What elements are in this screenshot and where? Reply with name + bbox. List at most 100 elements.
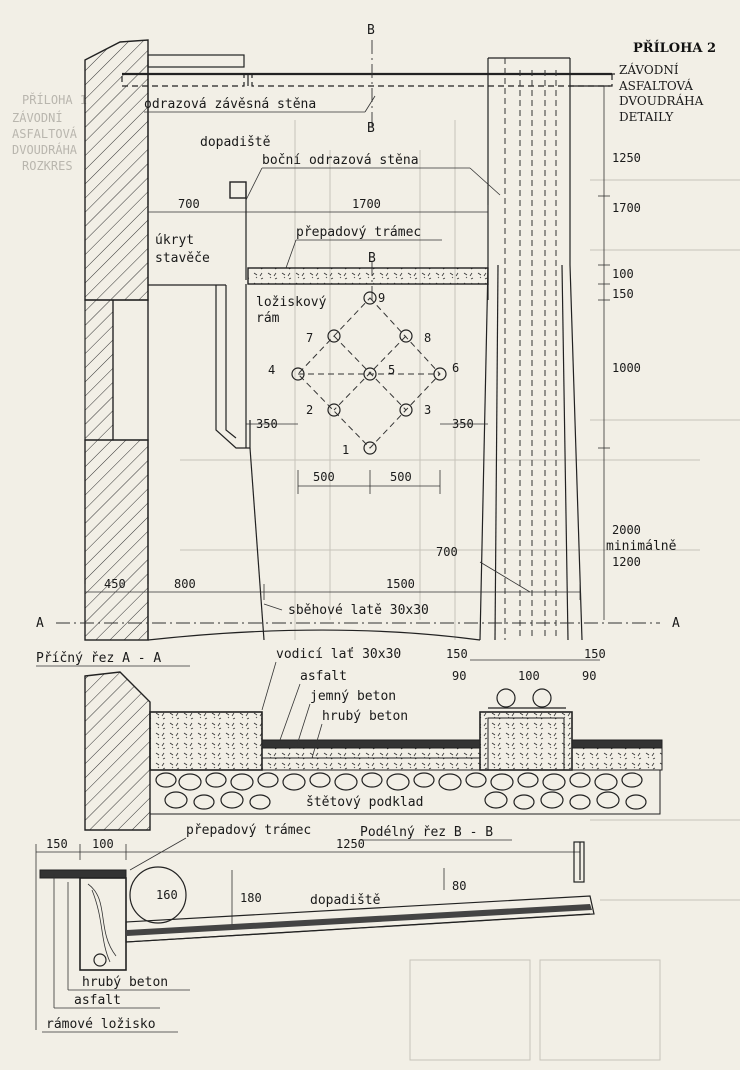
dim-100-a: 100 [518, 669, 540, 683]
label-minimalne: minimálně [606, 539, 677, 554]
pin-7 [327, 329, 341, 343]
dim-500-left: 500 [313, 470, 335, 484]
label-dopadiste-bottom: dopadiště [310, 893, 381, 908]
pin-label-9: 9 [378, 291, 385, 305]
dim-1500: 1500 [386, 577, 415, 591]
stone-bed [149, 769, 661, 815]
pin-4 [291, 367, 305, 381]
label-asfalt-mid: asfalt [300, 669, 347, 684]
ghost-line: ROZKRES [22, 159, 73, 173]
dim-160: 160 [156, 888, 178, 902]
longitudinal-section-b: Podélný řez B - B přepadový trámec 150 1… [35, 823, 595, 1033]
left-wall-plan [84, 39, 149, 641]
dim-row-top: 700 1700 [147, 197, 489, 220]
label-prepadovy-tramec-top: přepadový trámec [296, 225, 421, 240]
dim-frame: 350 350 500 500 [246, 417, 488, 494]
dim-100-right: 100 [612, 267, 634, 281]
dim-1700-mid: 1700 [352, 197, 381, 211]
section-mark-b-mid: B [368, 251, 376, 266]
pin-8 [399, 329, 413, 343]
ghost-line: ZÁVODNÍ [12, 110, 63, 125]
dim-500-right: 500 [390, 470, 412, 484]
cross-section-a: Příčný řez A - A [36, 647, 663, 831]
dim-2000: 2000 [612, 523, 641, 537]
round-beam [129, 866, 187, 924]
label-sbehove-late: sběhové latě 30x30 [288, 603, 429, 618]
ghost-line: ASFALTOVÁ [12, 126, 78, 141]
subtitle-line-1: ZÁVODNÍ [619, 62, 679, 77]
label-dopadiste-top: dopadiště [200, 135, 271, 150]
dim-right-column: 1250 1700 100 150 1000 2000 minimálně 12… [436, 86, 677, 620]
pin-2 [327, 403, 341, 417]
pin-5 [363, 367, 377, 381]
pin-label-2: 2 [306, 403, 313, 417]
pin-9 [363, 291, 377, 305]
dim-700-top: 700 [178, 197, 200, 211]
label-loziskovy: ložiskový [256, 295, 327, 310]
pin-label-8: 8 [424, 331, 431, 345]
dim-350-right: 350 [452, 417, 474, 431]
label-pricny-rez: Příčný řez A - A [36, 651, 161, 666]
dim-1200: 1200 [612, 555, 641, 569]
pin-label-6: 6 [452, 361, 459, 375]
subtitle-line-4: DETAILY [619, 110, 674, 124]
section-mark-a-right: A [672, 616, 680, 631]
pin-label-5: 5 [388, 363, 395, 377]
dim-150-bot: 150 [46, 837, 68, 851]
bearing-frame: ložiskový rám 9 7 8 4 5 6 2 3 1 [256, 291, 459, 457]
dim-350-left: 350 [256, 417, 278, 431]
label-ramove-lozisko: rámové ložisko [46, 1017, 156, 1032]
dim-150-a: 150 [446, 647, 468, 661]
label-ram: rám [256, 311, 280, 326]
dim-100-bot: 100 [92, 837, 114, 851]
dim-800: 800 [174, 577, 196, 591]
dim-700-low: 700 [436, 545, 458, 559]
dim-150-b: 150 [584, 647, 606, 661]
dim-90-b: 90 [582, 669, 596, 683]
dim-1250-right: 1250 [612, 151, 641, 165]
dim-1000-right: 1000 [612, 361, 641, 375]
section-line-a: A A [36, 616, 680, 641]
overflow-beam-plan: přepadový trámec [247, 225, 489, 285]
dim-150-right: 150 [612, 287, 634, 301]
label-prepadovy-tramec-bottom: přepadový trámec [186, 823, 311, 838]
setter-shelter: úkryt stavěče [148, 190, 251, 449]
label-staveče: stavěče [155, 251, 210, 266]
label-ukryt: úkryt [155, 233, 194, 248]
label-stetovy-podklad: štětový podklad [306, 795, 423, 810]
pin-1 [363, 441, 377, 455]
label-hruby-beton-mid: hrubý beton [322, 709, 408, 724]
ghost-line: DVOUDRÁHA [12, 142, 78, 157]
label-asfalt-bottom: asfalt [74, 993, 121, 1008]
hanging-wall: odrazová závěsná stěna [121, 54, 613, 113]
pin-label-4: 4 [268, 363, 275, 377]
section-mark-a-left: A [36, 616, 44, 631]
lane-walls [245, 284, 489, 641]
upper-labels: dopadiště boční odrazová stěna [200, 135, 501, 201]
pin-label-1: 1 [342, 443, 349, 457]
label-jemny-beton: jemný beton [310, 689, 396, 704]
section-mark-b-bottom: B [367, 121, 375, 136]
pin-6 [433, 367, 447, 381]
label-vodici-lat: vodicí lať 30x30 [276, 647, 401, 662]
dim-80: 80 [452, 879, 466, 893]
dim-row-bottom: 450 800 1500 sběhové latě 30x30 [84, 577, 581, 618]
dim-180: 180 [240, 891, 262, 905]
pin-label-3: 3 [424, 403, 431, 417]
label-hruby-beton-bottom: hrubý beton [82, 975, 168, 990]
dim-450: 450 [104, 577, 126, 591]
section-mark-b-top: B [367, 23, 375, 38]
pin-3 [399, 403, 413, 417]
ghost-title: PŘÍLOHA 1 [22, 92, 87, 107]
dim-1250-bot: 1250 [336, 837, 365, 851]
subtitle-line-2: ASFALTOVÁ [618, 78, 693, 93]
dim-1700-right: 1700 [612, 201, 641, 215]
pin-label-7: 7 [306, 331, 313, 345]
subtitle-line-3: DVOUDRÁHA [619, 93, 704, 108]
dim-90-a: 90 [452, 669, 466, 683]
right-tower-plan [479, 57, 615, 641]
sheet-title: PŘÍLOHA 2 [633, 40, 716, 56]
label-podelny-rez: Podélný řez B - B [360, 825, 493, 840]
label-bocni-odrazova-stena: boční odrazová stěna [262, 153, 419, 168]
